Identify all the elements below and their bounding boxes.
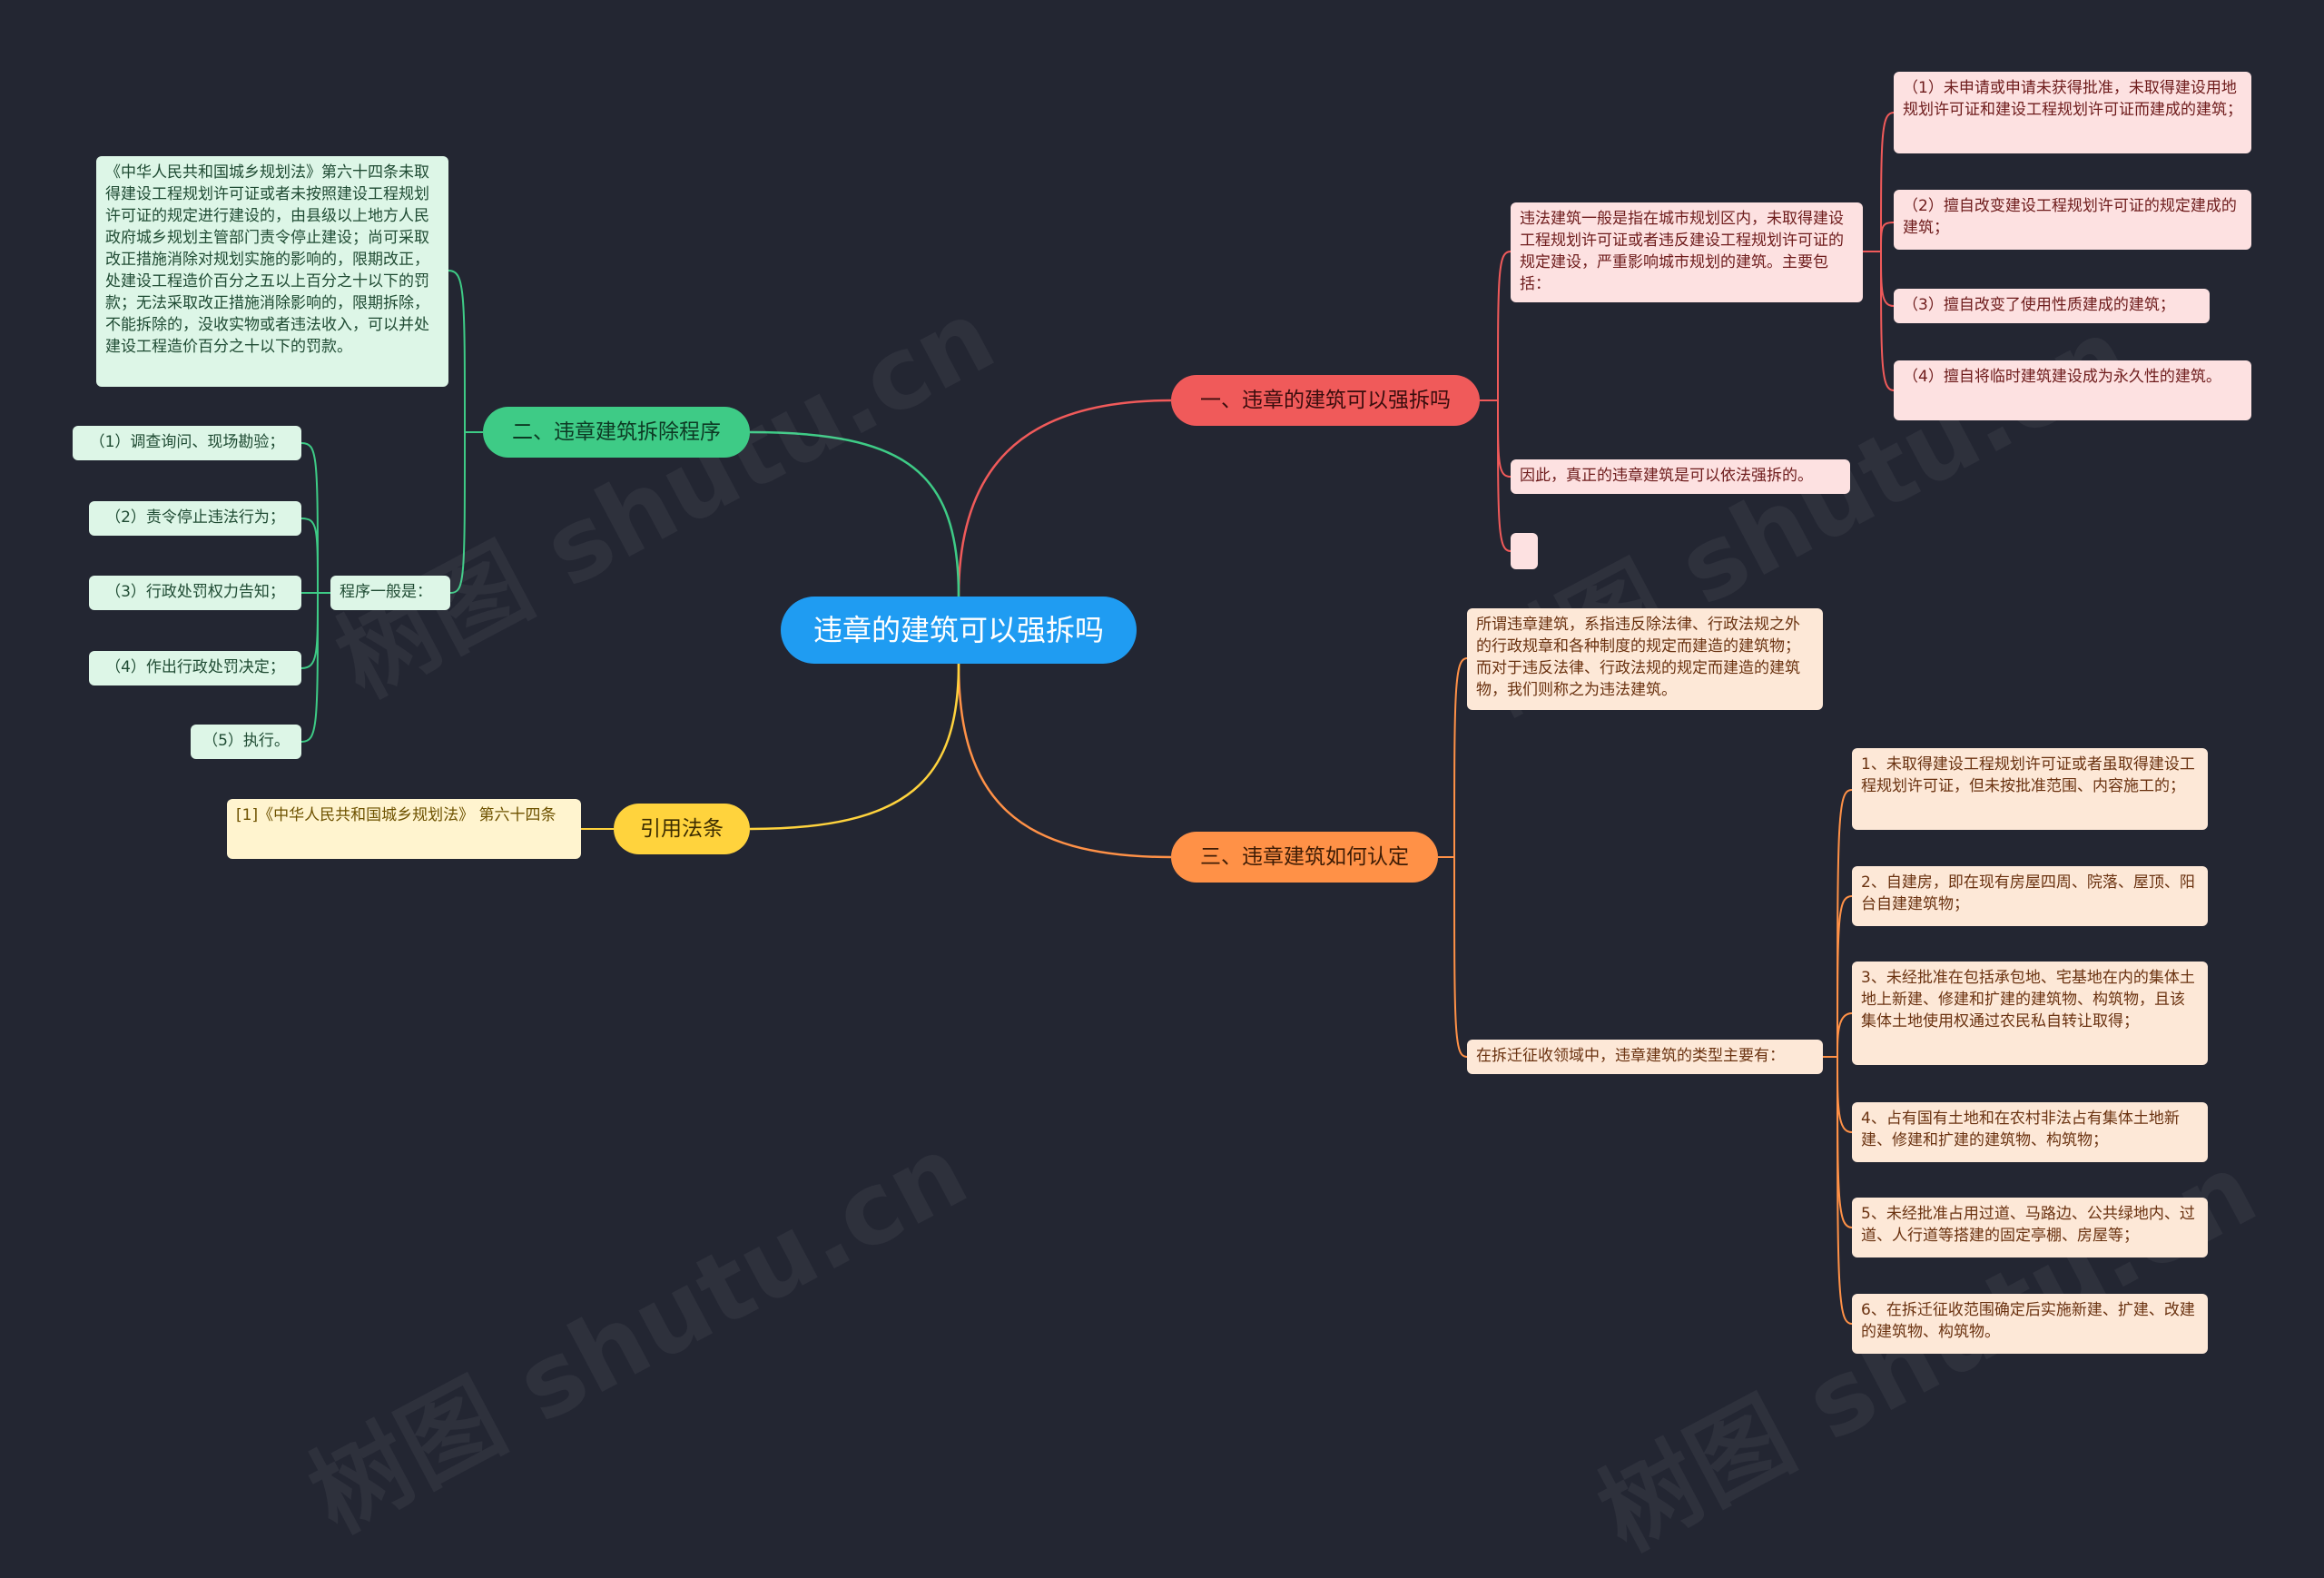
root-topic[interactable]: 违章的建筑可以强拆吗 <box>781 597 1137 664</box>
link-root-b2 <box>749 430 960 597</box>
link-root-b1 <box>957 399 1172 597</box>
b1-empty-node[interactable] <box>1511 533 1538 569</box>
b1-item-node[interactable]: （3）擅自改变了使用性质建成的建筑； <box>1894 289 2210 323</box>
branch-identification[interactable]: 三、违章建筑如何认定 <box>1171 832 1438 883</box>
link-root-b4 <box>749 663 960 831</box>
b2-step-node[interactable]: （2）责令停止违法行为； <box>89 501 301 536</box>
b3-type-node[interactable]: 4、占有国有土地和在农村非法占有集体土地新建、修建和扩建的建筑物、构筑物； <box>1852 1102 2208 1162</box>
b2-procedure-label[interactable]: 程序一般是： <box>330 576 450 610</box>
branch-can-demolish[interactable]: 一、违章的建筑可以强拆吗 <box>1171 375 1480 426</box>
b3-type-node[interactable]: 2、自建房，即在现有房屋四周、院落、屋顶、阳台自建建筑物； <box>1852 866 2208 926</box>
b3-definition-node[interactable]: 所谓违章建筑，系指违反除法律、行政法规之外的行政规章和各种制度的规定而建造的建筑… <box>1467 608 1823 710</box>
b2-step-node[interactable]: （5）执行。 <box>191 725 301 759</box>
link-root-b3 <box>957 663 1172 859</box>
connector-lines <box>300 112 1895 1325</box>
b3-type-node[interactable]: 1、未取得建设工程规划许可证或者虽取得建设工程规划许可证，但未按批准范围、内容施… <box>1852 748 2208 830</box>
b1-item-node[interactable]: （4）擅自将临时建筑建设成为永久性的建筑。 <box>1894 360 2251 420</box>
b2-law-node[interactable]: 《中华人民共和国城乡规划法》第六十四条未取得建设工程规划许可证或者未按照建设工程… <box>96 156 448 387</box>
b3-type-node[interactable]: 6、在拆迁征收范围确定后实施新建、扩建、改建的建筑物、构筑物。 <box>1852 1294 2208 1354</box>
b3-type-node[interactable]: 3、未经批准在包括承包地、宅基地在内的集体土地上新建、修建和扩建的建筑物、构筑物… <box>1852 962 2208 1065</box>
b1-conclusion-node[interactable]: 因此，真正的违章建筑是可以依法强拆的。 <box>1511 459 1850 494</box>
branch-demolition-procedure[interactable]: 二、违章建筑拆除程序 <box>483 407 750 458</box>
b1-item-node[interactable]: （1）未申请或申请未获得批准，未取得建设用地规划许可证和建设工程规划许可证而建成… <box>1894 72 2251 153</box>
b2-step-node[interactable]: （3）行政处罚权力告知； <box>89 576 301 610</box>
b2-step-node[interactable]: （4）作出行政处罚决定； <box>89 651 301 685</box>
b3-types-label[interactable]: 在拆迁征收领域中，违章建筑的类型主要有： <box>1467 1040 1823 1074</box>
b1-intro-node[interactable]: 违法建筑一般是指在城市规划区内，未取得建设工程规划许可证或者违反建设工程规划许可… <box>1511 202 1863 302</box>
b3-type-node[interactable]: 5、未经批准占用过道、马路边、公共绿地内、过道、人行道等搭建的固定亭棚、房屋等； <box>1852 1198 2208 1257</box>
b4-ref-node[interactable]: [1]《中华人民共和国城乡规划法》 第六十四条 <box>227 799 581 859</box>
b2-step-node[interactable]: （1）调查询问、现场勘验； <box>73 426 301 460</box>
branch-cited-law[interactable]: 引用法条 <box>614 804 750 854</box>
b1-item-node[interactable]: （2）擅自改变建设工程规划许可证的规定建成的建筑； <box>1894 190 2251 250</box>
